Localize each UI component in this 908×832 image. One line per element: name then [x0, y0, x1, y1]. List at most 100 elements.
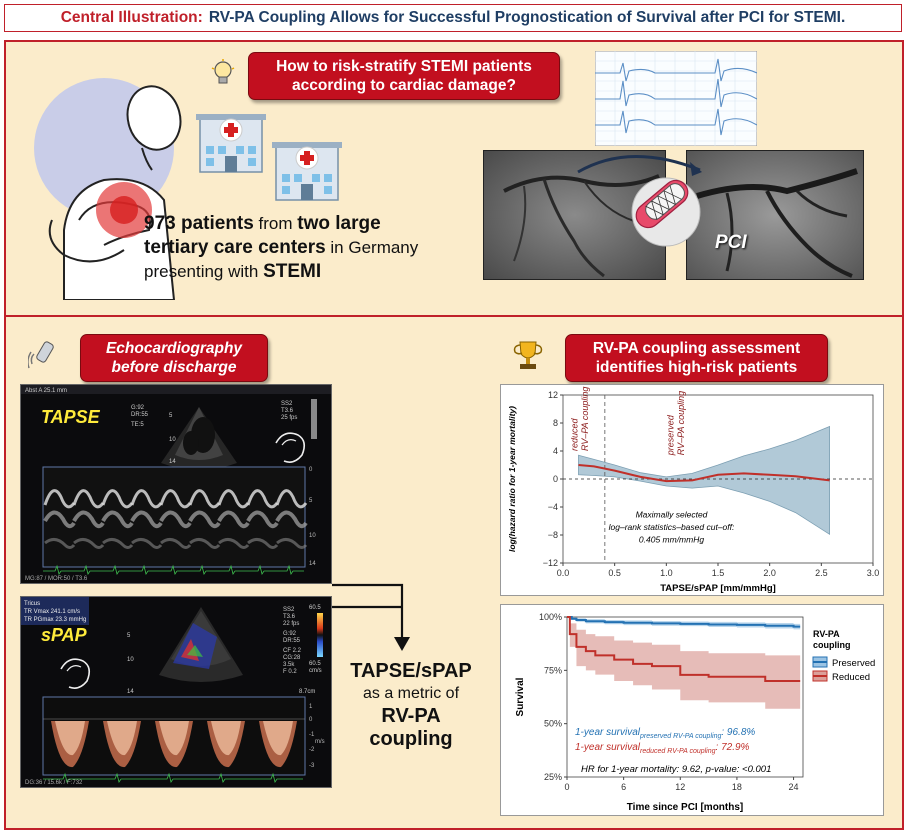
y-tick-label: 12 — [548, 390, 558, 400]
spap-right-param: F 0.2 — [283, 669, 297, 675]
y-tick-label: 75% — [544, 665, 562, 675]
doppler-envelope — [159, 721, 189, 756]
coupling-label-line-2: identifies high-risk patients — [595, 359, 798, 376]
color-scale-top: 60.5 — [309, 605, 321, 611]
y-tick-label: 0 — [553, 474, 558, 484]
depth-tick: 14 — [127, 689, 134, 695]
mmode-wave — [275, 510, 308, 529]
ecg-strip — [595, 51, 757, 146]
x-tick-label: 0 — [564, 782, 569, 792]
x-axis-label: TAPSE/sPAP [mm/mmHg] — [660, 583, 776, 594]
spap-right-param: SS2 — [283, 607, 295, 613]
mmode-wave — [43, 489, 76, 509]
mmode-tick: 0 — [309, 467, 313, 473]
tapse-echo-image: Abst A 25.1 mm TAPSE G:92 DR:55 TE:5 SS2… — [20, 384, 332, 584]
mmode-wave — [218, 538, 250, 549]
x-axis-label: Time since PCI [months] — [627, 802, 744, 813]
central-illustration-title: Central Illustration: RV-PA Coupling All… — [4, 4, 902, 32]
spap-header-row: TR PGmax 23.3 mmHg — [24, 617, 86, 623]
mmode-wave — [189, 538, 221, 549]
legend-title: coupling — [813, 640, 851, 650]
legend-label-preserved: Preserved — [832, 658, 875, 669]
confidence-band — [578, 425, 831, 536]
x-tick-label: 24 — [789, 782, 799, 792]
mmode-wave — [217, 510, 250, 529]
heart-outline-icon — [275, 432, 306, 463]
mmode-wave — [159, 489, 192, 509]
angiogram-after — [686, 150, 864, 280]
x-tick-label: 1.0 — [660, 568, 673, 578]
mmode-wave — [44, 538, 76, 549]
y-tick-label: −12 — [543, 558, 558, 568]
doppler-tick: -1 — [309, 732, 315, 738]
y-tick-label: 50% — [544, 719, 562, 729]
pci-label: PCI — [715, 232, 747, 253]
reduced-survival-annotation: 1-year survivalreduced RV-PA coupling: 7… — [575, 742, 750, 755]
spap-right-param: DR:55 — [283, 638, 301, 644]
survival-line-preserved — [567, 616, 801, 628]
legend-label-reduced: Reduced — [832, 672, 870, 683]
mmode-wave — [160, 538, 192, 549]
depth-tick: 10 — [127, 657, 134, 663]
tapse-param: TE:5 — [131, 422, 144, 428]
depth-tick: 14 — [169, 459, 176, 465]
mmode-wave — [217, 489, 250, 509]
color-scale-bottom: 60.5 — [309, 661, 321, 667]
title-text: RV-PA Coupling Allows for Successful Pro… — [208, 9, 846, 26]
metric-text: TAPSE/sPAP as a metric of RV-PA coupling — [336, 660, 486, 751]
mmode-wave — [188, 489, 221, 509]
x-tick-label: 12 — [675, 782, 685, 792]
coupling-assessment-label: RV-PA coupling assessment identifies hig… — [565, 334, 828, 382]
mmode-wave — [131, 538, 163, 549]
reduced-annotation: reduced — [569, 417, 579, 451]
cohort-presenting: presenting with — [144, 262, 264, 281]
color-scale-unit: cm/s — [309, 668, 322, 674]
mmode-tick: 5 — [309, 498, 313, 504]
depth-tick: 5 — [127, 633, 131, 639]
mmode-tick: 14 — [309, 561, 316, 567]
coupling-label-line-1: RV-PA coupling assessment — [592, 340, 801, 357]
cohort-country: in Germany — [325, 238, 419, 257]
echo-label-line-1: Echocardiography — [105, 340, 243, 357]
cutoff-annotation: 0.405 mm/mmHg — [639, 535, 704, 545]
spap-footer: DG:36 / 15.6k / F:732 — [25, 780, 83, 786]
hazard-ratio-annotation: HR for 1-year mortality: 9.62, p-value: … — [581, 764, 771, 775]
spap-right-param: CG:28 — [283, 655, 301, 661]
spap-header-row: Tricus — [24, 601, 40, 607]
doppler-tick: 1 — [309, 704, 313, 710]
x-tick-label: 18 — [732, 782, 742, 792]
echo-label: Echocardiography before discharge — [80, 334, 268, 382]
tapse-right-param: SS2 — [281, 401, 293, 407]
metric-name: TAPSE/sPAP — [350, 660, 472, 682]
metric-line-3: coupling — [369, 728, 453, 750]
metric-line-2: RV-PA — [381, 705, 441, 727]
survival-band-reduced — [567, 617, 801, 709]
mmode-wave — [43, 510, 76, 529]
cutoff-annotation: log–rank statistics–based cut–off: — [609, 522, 735, 532]
spap-right-param: G:92 — [283, 631, 297, 637]
x-tick-label: 3.0 — [867, 568, 880, 578]
doppler-envelope — [107, 721, 137, 756]
patient-count: 973 patients — [144, 213, 254, 234]
connector-arrow — [332, 583, 410, 651]
question-line-2: according to cardiac damage? — [292, 77, 516, 94]
spap-header-row: TR Vmax 241.1 cm/s — [24, 609, 80, 615]
lightbulb-icon — [211, 59, 235, 84]
tapse-header: Abst A 25.1 mm — [25, 388, 67, 394]
doppler-envelope — [211, 721, 241, 756]
doppler-envelope — [263, 721, 293, 756]
question-line-1: How to risk-stratify STEMI patients — [276, 58, 532, 75]
depth-tick: 5 — [169, 413, 173, 419]
mmode-tick: 10 — [309, 533, 316, 539]
mmode-wave — [101, 510, 134, 529]
trophy-icon — [513, 341, 543, 369]
hospital-icon — [196, 114, 266, 173]
mmode-wave — [72, 510, 105, 529]
tapse-right-param: 25 fps — [281, 415, 297, 421]
x-tick-label: 6 — [621, 782, 626, 792]
legend-title: RV-PA — [813, 629, 840, 639]
hospital-icon — [272, 142, 342, 201]
arrow-right-icon — [577, 155, 702, 176]
section-divider — [6, 315, 902, 317]
